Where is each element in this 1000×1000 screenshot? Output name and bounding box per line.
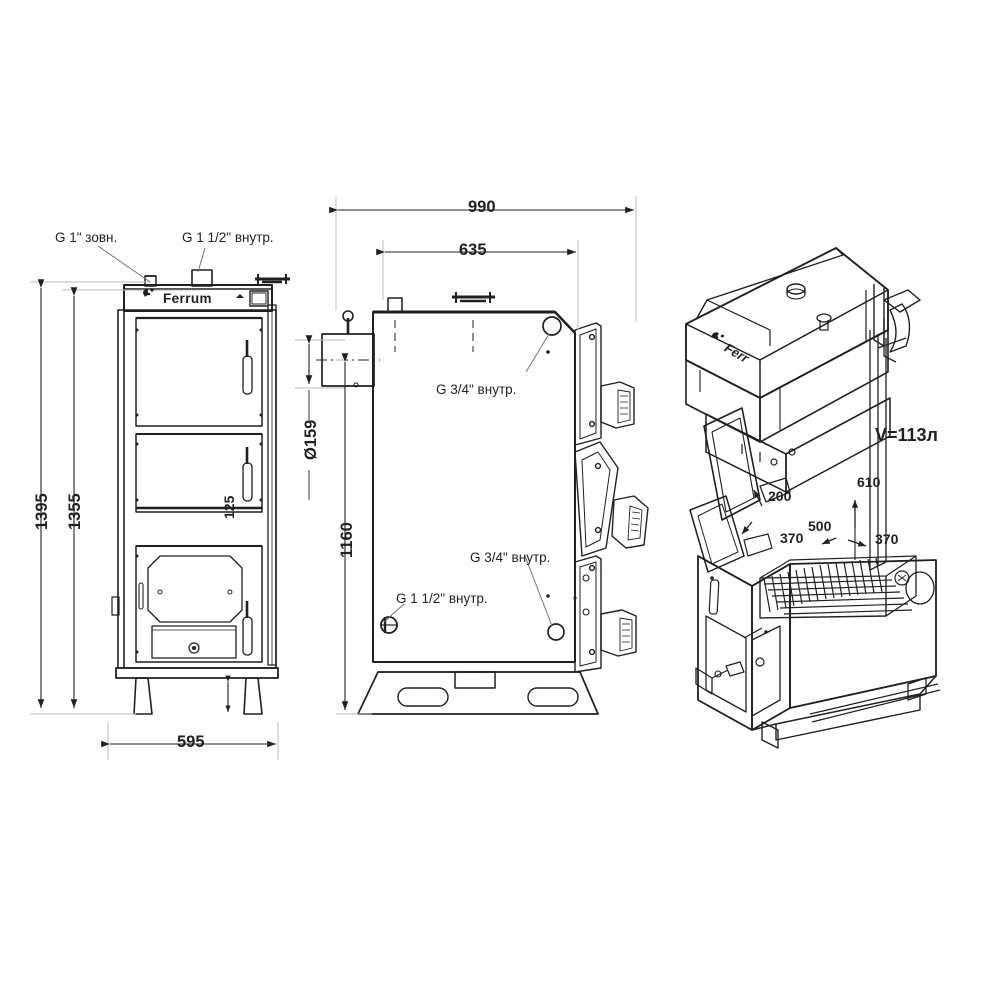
dim-iso-370-left: 370 — [780, 530, 804, 546]
callout-g1-external: G 1" зовн. — [55, 230, 118, 245]
callout-g34-internal-lower: G 3/4" внутр. — [470, 550, 551, 565]
callout-g34-internal-upper: G 3/4" внутр. — [436, 382, 517, 397]
svg-text:Ferrum: Ferrum — [163, 291, 212, 306]
dim-front-width: 595 — [177, 733, 205, 751]
dim-iso-370-right: 370 — [875, 531, 899, 547]
callout-g1-5-internal-top: G 1 1/2" внутр. — [182, 230, 274, 245]
dim-body-depth: 635 — [459, 241, 487, 259]
side-view-group — [316, 292, 649, 715]
brand-logo-front: Ferrum — [143, 288, 244, 306]
svg-text:Ferr: Ferr — [721, 341, 753, 365]
isometric-view-group — [685, 247, 941, 749]
dimension-lines — [30, 196, 867, 760]
dim-iso-500: 500 — [808, 518, 832, 534]
dim-iso-200: 200 — [768, 488, 792, 504]
callout-g1-5-internal-lower: G 1 1/2" внутр. — [396, 591, 488, 606]
front-view-group — [111, 269, 290, 715]
dim-overall-depth: 990 — [468, 198, 496, 216]
brand-logo-iso: Ferr — [711, 332, 753, 365]
volume-label: V=113л — [875, 425, 938, 445]
dim-iso-610: 610 — [857, 474, 881, 490]
